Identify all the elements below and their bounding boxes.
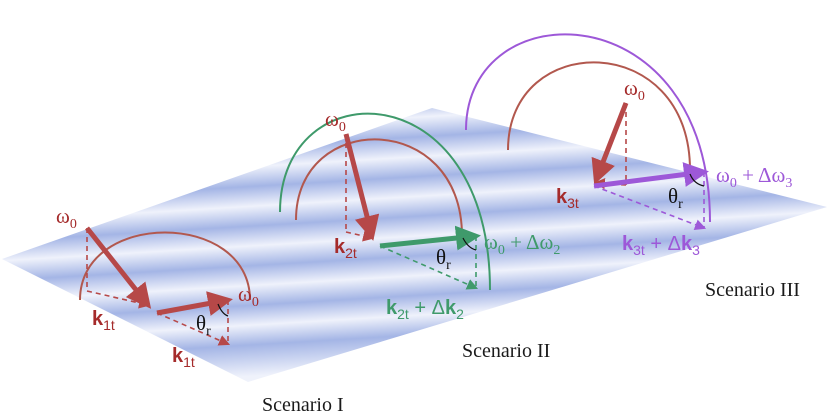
scenario-2-group: ω0 k2t θr ω0 + Δω2 k2t + Δk2 Scenario II (279, 107, 560, 362)
s2-omega-label: ω0 (325, 107, 346, 135)
s3-theta-label: θr (668, 184, 683, 212)
s1-reflect-arrow (156, 291, 233, 316)
scenario-1-label: Scenario I (262, 394, 344, 416)
s1-k-reflect-label: k1t (172, 345, 195, 370)
s1-reflect-horizontal-dash (156, 312, 231, 346)
s2-theta-label: θr (436, 245, 451, 273)
s2-reflect-arrow (379, 225, 481, 251)
s3-reflect-arrow (593, 162, 709, 189)
s2-theta-arc (462, 237, 477, 251)
s1-omega-left-label: ω0 (56, 204, 77, 232)
scenario-1-group: ω0 ω0 k1t k1t θr Scenario I (56, 204, 344, 416)
s3-k-shift-label: k3t + Δk3 (622, 233, 700, 258)
s3-omega-shift-label: ω0 + Δω3 (716, 163, 792, 191)
s3-outer-arc-purple (465, 33, 711, 223)
s2-k-shift-label: k2t + Δk2 (386, 297, 464, 322)
s2-omega-shift-label: ω0 + Δω2 (484, 230, 560, 258)
s1-arc (79, 231, 251, 301)
s3-reflect-horizontal-dash (593, 185, 707, 231)
s1-incident-horizontal-dash (86, 290, 151, 309)
s3-inner-arc-red (507, 61, 691, 171)
s2-inner-arc-red (295, 138, 463, 237)
s3-incident-arrow (591, 102, 629, 185)
s3-theta-arc (689, 173, 705, 187)
s2-incident-arrow (343, 133, 380, 241)
s2-k-incident-label: k2t (334, 236, 357, 261)
s3-omega-label: ω0 (624, 76, 645, 104)
scenario-3-group: ω0 k3t θr ω0 + Δω3 k3t + Δk3 Scenario II… (465, 33, 800, 301)
s2-outer-arc-green (279, 112, 491, 291)
s1-k-incident-label: k1t (92, 308, 115, 333)
s3-k-incident-label: k3t (556, 186, 579, 211)
s1-omega-right-label: ω0 (238, 282, 259, 310)
scenario-2-label: Scenario II (462, 340, 550, 362)
scenario-3-label: Scenario III (705, 279, 800, 301)
s1-incident-arrow (85, 226, 152, 309)
s1-theta-label: θr (196, 311, 211, 339)
s1-theta-arc (217, 303, 229, 317)
